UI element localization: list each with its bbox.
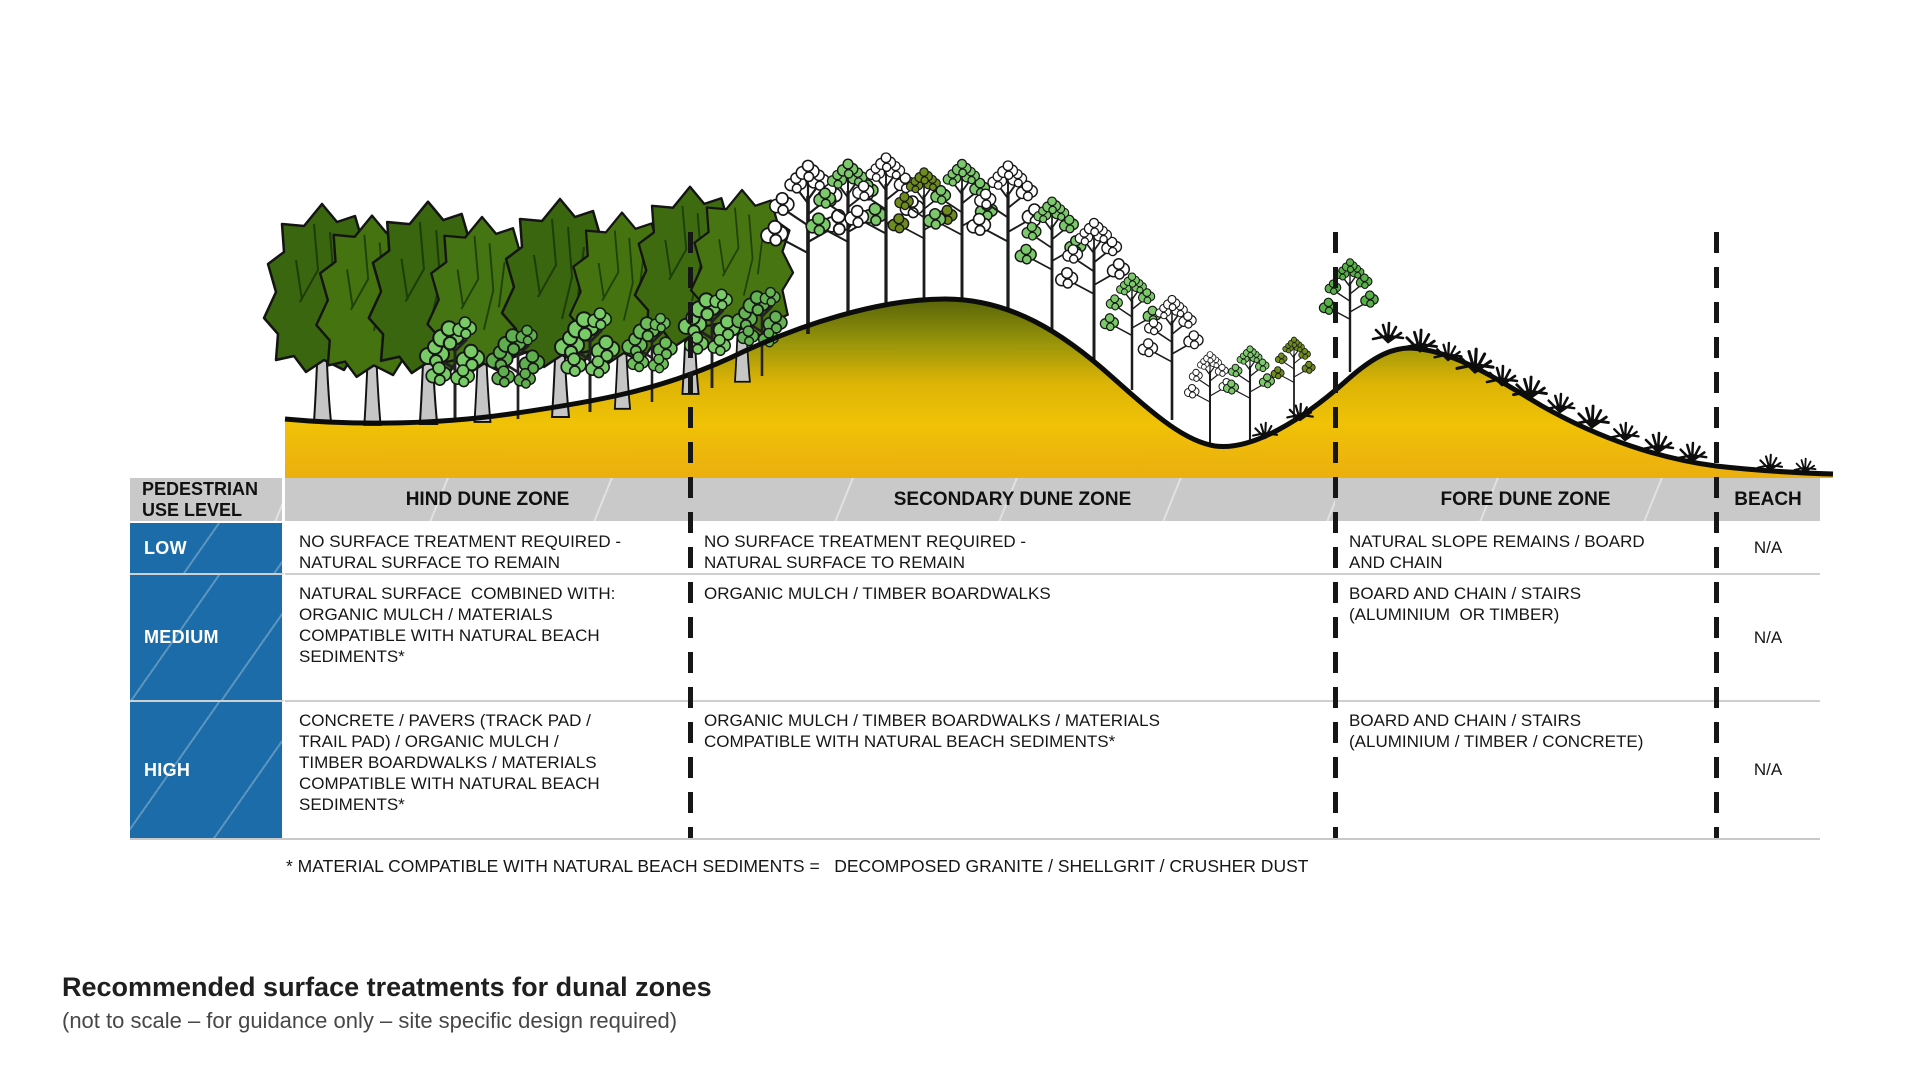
- cell-medium-secondary: ORGANIC MULCH / TIMBER BOARDWALKS: [690, 573, 1335, 700]
- column-header-fore-dune-zone: FORE DUNE ZONE: [1335, 478, 1716, 521]
- cell-high-secondary: ORGANIC MULCH / TIMBER BOARDWALKS / MATE…: [690, 700, 1335, 838]
- cell-medium-beach: N/A: [1716, 573, 1820, 700]
- surface-treatments-table: PEDESTRIAN USE LEVEL HIND DUNE ZONE SECO…: [130, 478, 1820, 840]
- cell-high-hind: CONCRETE / PAVERS (TRACK PAD / TRAIL PAD…: [285, 700, 690, 838]
- cell-low-beach: N/A: [1716, 521, 1820, 573]
- row-label-medium: MEDIUM: [130, 573, 285, 700]
- column-header-beach: BEACH: [1716, 478, 1820, 521]
- figure-title: Recommended surface treatments for dunal…: [62, 972, 712, 1002]
- cell-high-beach: N/A: [1716, 700, 1820, 838]
- cell-low-secondary: NO SURFACE TREATMENT REQUIRED - NATURAL …: [690, 521, 1335, 573]
- cell-high-fore: BOARD AND CHAIN / STAIRS (ALUMINIUM / TI…: [1335, 700, 1716, 838]
- dune-profile-line: [284, 296, 1834, 477]
- column-header-secondary-dune-zone: SECONDARY DUNE ZONE: [690, 478, 1335, 521]
- figure-subtitle: (not to scale – for guidance only – site…: [62, 1008, 678, 1033]
- column-header-hind-dune-zone: HIND DUNE ZONE: [285, 478, 690, 521]
- cell-low-hind: NO SURFACE TREATMENT REQUIRED - NATURAL …: [285, 521, 690, 573]
- cell-medium-hind: NATURAL SURFACE COMBINED WITH: ORGANIC M…: [285, 573, 690, 700]
- zone-divider-fore-beach: [1714, 232, 1719, 838]
- row-label-low: LOW: [130, 521, 285, 573]
- corner-header-pedestrian-use-level: PEDESTRIAN USE LEVEL: [130, 478, 285, 521]
- materials-footnote: * MATERIAL COMPATIBLE WITH NATURAL BEACH…: [286, 856, 1309, 876]
- cell-low-fore: NATURAL SLOPE REMAINS / BOARD AND CHAIN: [1335, 521, 1716, 573]
- cell-medium-fore: BOARD AND CHAIN / STAIRS (ALUMINIUM OR T…: [1335, 573, 1716, 700]
- dune-fill: [285, 299, 1833, 478]
- row-label-high: HIGH: [130, 700, 285, 838]
- zone-divider-hind-secondary: [688, 232, 693, 838]
- zone-divider-secondary-fore: [1333, 232, 1338, 838]
